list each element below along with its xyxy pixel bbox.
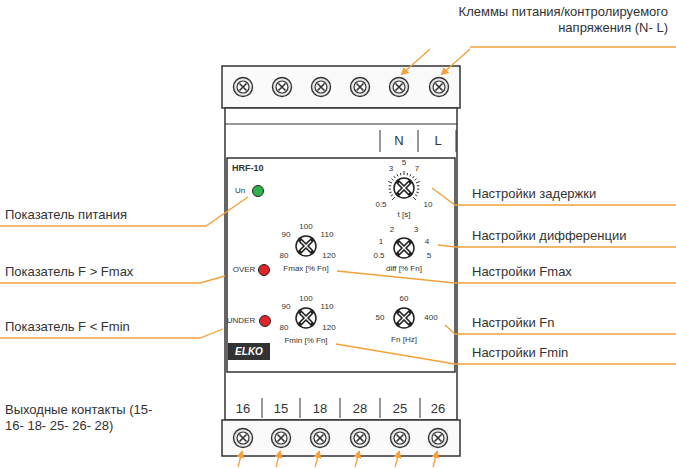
scale-mark: 0.5: [375, 200, 386, 210]
terminal-number: 28: [353, 401, 367, 417]
callout-text: Настройки задержки: [472, 186, 596, 202]
scale-tick: [417, 189, 419, 190]
callout-text: Выходные контакты (15- 16- 18- 25- 26- 2…: [5, 402, 155, 433]
led-label: UNDER: [227, 316, 255, 326]
scale-tick: [407, 173, 409, 175]
scale-tick: [389, 192, 391, 194]
scale-mark: 90: [282, 230, 291, 240]
terminal-name: L: [434, 133, 441, 149]
scale-mark: 50: [376, 313, 385, 323]
callout-text: Настройки Fmin: [472, 345, 568, 361]
terminal-number: 26: [431, 401, 445, 417]
knob-label: Fn [Hz]: [391, 335, 417, 345]
scale-mark: 3: [414, 225, 418, 235]
scale-tick: [416, 192, 418, 194]
scale-mark: 110: [321, 302, 334, 312]
scale-tick: [392, 197, 395, 200]
scale-mark: 1: [379, 237, 383, 247]
led-label: OVER: [233, 265, 256, 275]
scale-tick: [413, 197, 416, 200]
callout-text: Клеммы питания/контролируемого напряжени…: [438, 4, 668, 35]
terminal-number: 25: [393, 401, 407, 417]
scale-mark: 120: [322, 323, 335, 333]
logo-box: [228, 343, 270, 360]
scale-mark: 80: [280, 251, 289, 261]
front-panel: [227, 158, 455, 372]
callout-text: Показатель F < Fmin: [5, 319, 130, 335]
scale-mark: 90: [282, 302, 291, 312]
terminal-name: N: [394, 133, 403, 149]
callout-text: Показатель питания: [5, 207, 127, 223]
scale-tick: [417, 185, 419, 186]
terminal-number: 15: [274, 401, 288, 417]
scale-mark: 120: [322, 251, 335, 261]
scale-tick: [412, 176, 414, 178]
scale-mark: 4: [425, 237, 429, 247]
scale-mark: 7: [415, 164, 419, 174]
scale-tick: [397, 174, 398, 176]
scale-tick: [416, 181, 420, 183]
top-terminal-strip: [222, 66, 460, 108]
callout-text: Настройки дифференции: [472, 228, 626, 244]
scale-tick: [389, 189, 391, 190]
scale-mark: 400: [424, 313, 437, 323]
logo-text: ELKO: [235, 346, 263, 358]
knob-label: Fmax [% Fn]: [283, 264, 328, 274]
callout-text: Показатель F > Fmax: [5, 264, 133, 280]
under-led: [260, 316, 271, 327]
scale-mark: 0.5: [373, 251, 384, 261]
scale-tick: [404, 171, 405, 175]
power-led: [253, 186, 264, 197]
over-led: [259, 265, 270, 276]
scale-tick: [394, 176, 396, 178]
terminal-number: 18: [313, 401, 327, 417]
bottom-terminal-strip: [222, 420, 460, 456]
scale-tick: [389, 185, 391, 186]
scale-mark: 110: [321, 230, 334, 240]
callout-text: Настройки Fmax: [472, 264, 572, 280]
knob-label: Fmin [% Fn]: [284, 336, 327, 346]
callout-text: Настройки Fn: [472, 315, 555, 331]
scale-mark: 100: [299, 222, 312, 232]
led-label: Un: [235, 186, 245, 196]
scale-mark: 80: [280, 323, 289, 333]
scale-tick: [415, 195, 417, 196]
scale-mark: 5: [427, 251, 431, 261]
scale-mark: 3: [389, 164, 393, 174]
scale-tick: [400, 173, 402, 175]
scale-tick: [388, 181, 392, 183]
scale-tick: [391, 179, 393, 180]
leader-lines: [0, 47, 676, 467]
housing: [225, 108, 457, 420]
knob-label: t [s]: [398, 210, 411, 220]
model-name: HRF-10: [232, 163, 264, 174]
scale-tick: [415, 179, 417, 180]
terminal-number: 16: [236, 401, 250, 417]
scale-mark: 10: [424, 200, 433, 210]
scale-mark: 100: [299, 294, 312, 304]
scale-tick: [410, 174, 411, 176]
scale-mark: 2: [390, 225, 394, 235]
scale-mark: 5: [402, 158, 406, 168]
scale-mark: 60: [400, 294, 409, 304]
scale-tick: [391, 195, 393, 196]
knob-label: diff [% Fn]: [386, 264, 422, 274]
